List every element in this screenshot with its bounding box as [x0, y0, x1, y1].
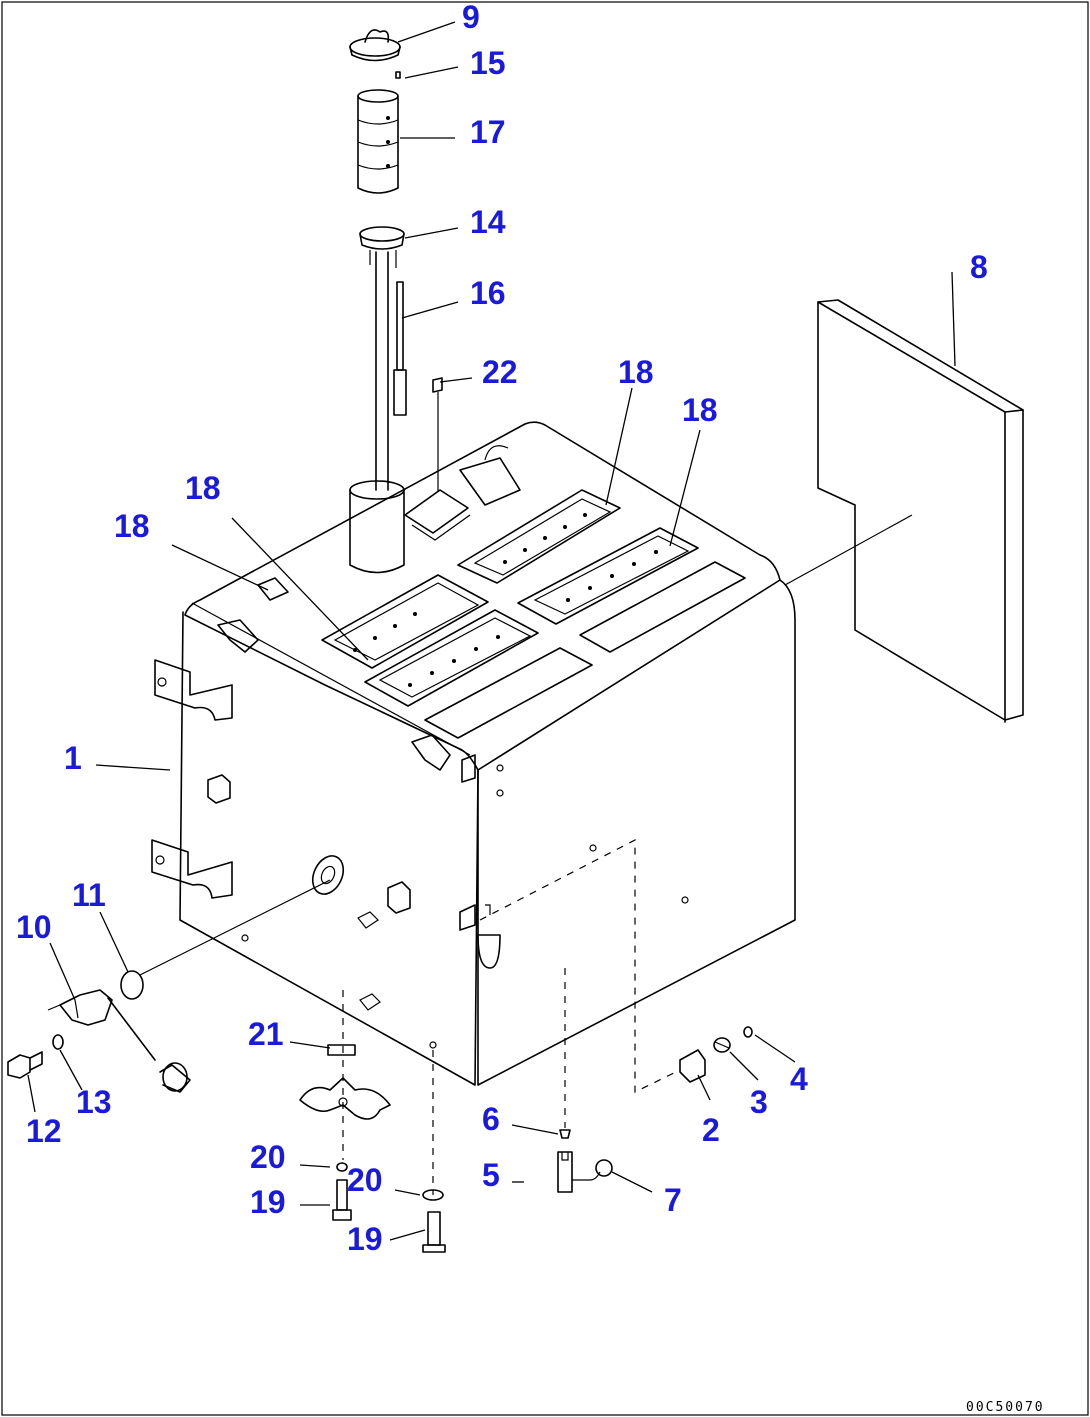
level-sensor	[47, 989, 191, 1093]
callout-18-a: 18	[618, 354, 654, 390]
callout-4: 4	[790, 1061, 808, 1097]
internal-strainer	[459, 904, 501, 969]
callout-18-b: 18	[682, 392, 718, 428]
callout-15: 15	[470, 45, 506, 81]
drawing-code: 00C50070	[966, 1400, 1045, 1415]
callout-21: 21	[248, 1016, 284, 1052]
callout-18-c: 18	[185, 470, 221, 506]
callout-13: 13	[76, 1084, 112, 1120]
callout-19-a: 19	[250, 1184, 286, 1220]
callout-16: 16	[470, 275, 506, 311]
callout-8: 8	[970, 249, 988, 285]
small-plug	[395, 71, 443, 492]
bolt-12	[7, 1051, 43, 1079]
dipstick	[393, 281, 407, 416]
callout-12: 12	[26, 1113, 62, 1149]
callout-19-b: 19	[347, 1221, 383, 1257]
callout-20-b: 20	[347, 1162, 383, 1198]
callout-17: 17	[470, 114, 506, 150]
filler-cap	[349, 29, 401, 62]
hidden-panel-outline	[479, 839, 681, 1093]
insulation-plate	[784, 299, 1024, 723]
callout-6: 6	[482, 1101, 500, 1137]
face-bolts	[241, 764, 689, 1049]
bolts-19	[332, 1179, 446, 1253]
strainer-flange	[359, 226, 405, 268]
washer	[52, 1034, 64, 1050]
callout-2: 2	[702, 1112, 720, 1148]
callout-14: 14	[470, 204, 506, 240]
hydraulic-tank-body	[179, 421, 796, 1086]
callout-3: 3	[750, 1084, 768, 1120]
filler-neck	[349, 480, 405, 574]
mounting-brackets	[151, 659, 411, 914]
fittings-2-3-4	[679, 1026, 753, 1083]
callout-labels: 9 15 17 14 16 22 8 18 18 18 18 1 11 10 2…	[16, 0, 988, 1257]
callout-10: 10	[16, 909, 52, 945]
washers-20	[336, 1162, 444, 1201]
o-ring	[120, 879, 331, 1000]
callout-1: 1	[64, 740, 82, 776]
sight-gauge-port	[311, 855, 345, 895]
drain-valve	[557, 1129, 613, 1193]
callout-18-d: 18	[114, 508, 150, 544]
callout-20-a: 20	[250, 1139, 286, 1175]
bracket-21	[299, 1044, 391, 1120]
strainer-element	[357, 89, 399, 194]
top-fittings	[217, 445, 521, 783]
filler-pipe	[375, 251, 389, 491]
callout-11: 11	[72, 877, 106, 913]
callout-22: 22	[482, 354, 518, 390]
leader-lines	[27, 21, 956, 1241]
inspection-cover-plates	[321, 489, 746, 739]
cover-bolts	[353, 513, 658, 687]
callout-5: 5	[482, 1157, 500, 1193]
callout-9: 9	[462, 0, 480, 35]
callout-7: 7	[664, 1182, 682, 1218]
